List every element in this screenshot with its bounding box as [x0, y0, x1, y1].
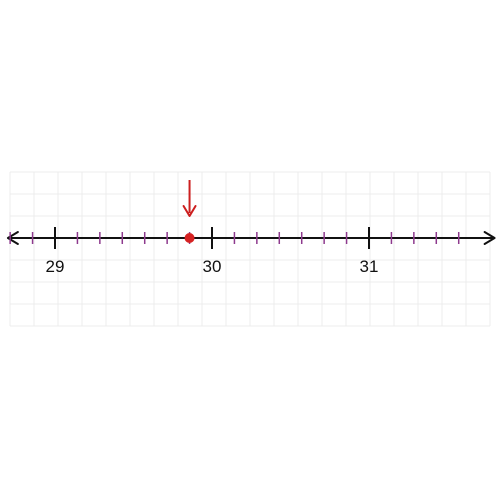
background-grid	[9, 171, 491, 327]
minor-ticks	[9, 232, 460, 244]
tick-label-29: 29	[46, 257, 65, 276]
major-ticks	[54, 227, 370, 249]
indicator-arrow-head	[182, 205, 197, 217]
point-dot	[184, 233, 195, 243]
tick-label-31: 31	[360, 257, 379, 276]
right-arrowhead	[483, 231, 496, 245]
left-arrowhead	[6, 231, 19, 245]
point-marker	[182, 180, 197, 243]
tick-label-30: 30	[203, 257, 222, 276]
tick-labels: 29 30 31	[46, 257, 379, 276]
number-line-axis	[6, 231, 496, 245]
